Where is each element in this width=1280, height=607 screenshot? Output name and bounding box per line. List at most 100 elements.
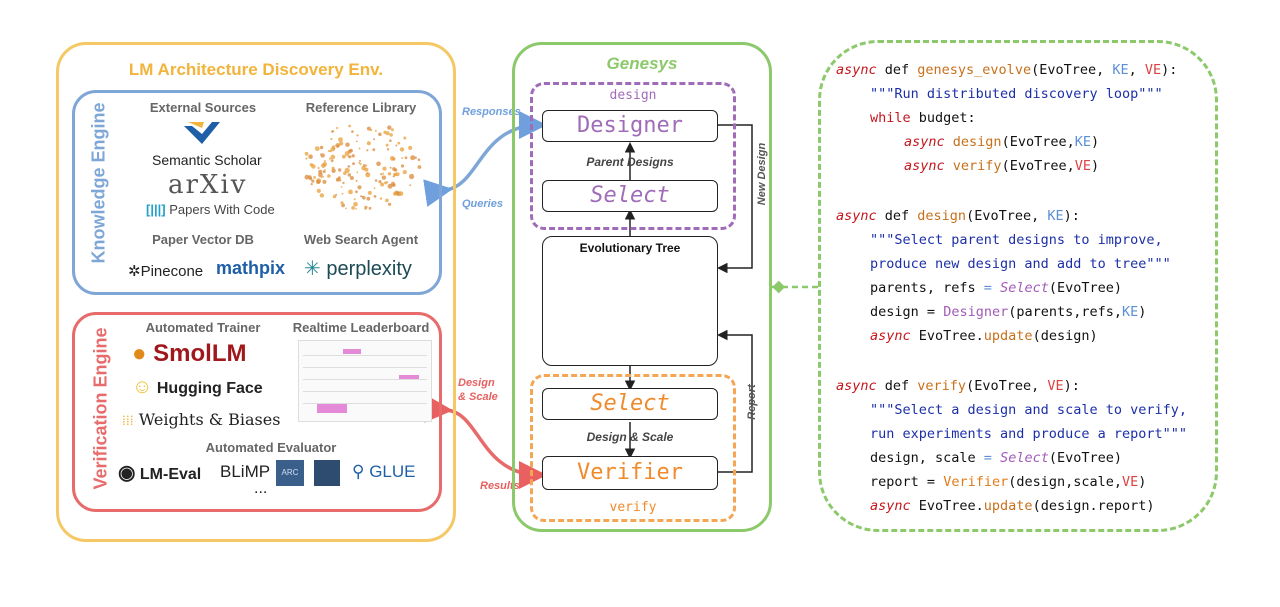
reference-point [393,168,398,172]
smollm-icon: ● [132,340,147,367]
reference-point [335,143,340,148]
reference-point [343,171,347,176]
reference-point [320,176,323,179]
reference-point [320,153,325,158]
environment-panel [56,42,456,542]
design-stage-box [530,82,736,230]
reference-point [322,179,327,184]
glue-logo: ⚲ GLUE [352,462,416,481]
reference-point [364,167,369,172]
reference-point [340,201,344,205]
reference-point [351,130,354,133]
reference-point [393,192,397,196]
perplexity-logo: ✳ perplexity [304,258,412,280]
reference-point [387,172,392,176]
reference-point [327,150,330,152]
reference-point [335,177,340,182]
reference-point [355,208,357,210]
code-line-4: async design(EvoTree,KE) [904,134,1100,150]
reference-point [385,143,389,147]
reference-point [357,185,362,190]
reference-point [385,198,389,203]
reference-point [322,162,327,167]
web-search-agent-label: Web Search Agent [303,232,419,247]
lm-eval-icon: ◉ [118,462,136,484]
code-line-17: async EvoTree.update(design.report) [870,498,1155,514]
report-label: Report [746,384,758,420]
reference-point [318,169,323,174]
reference-point [366,196,371,201]
code-line-7: """Select parent designs to improve, [870,232,1163,248]
reference-point [338,137,343,143]
reference-point [322,170,326,174]
verify-stage-label: verify [609,500,657,515]
automated-trainer-label: Automated Trainer [145,320,261,335]
reference-point [400,164,405,168]
code-line-11: async EvoTree.update(design) [870,328,1098,344]
code-line-10: design = Designer(parents,refs,KE) [870,304,1147,320]
reference-point [372,148,376,152]
reference-point [379,197,383,200]
reference-point [344,151,350,156]
reference-point [318,172,323,178]
reference-point [390,128,394,132]
code-line-9: parents, refs = Select(EvoTree) [870,280,1123,296]
code-line-15: design, scale = Select(EvoTree) [870,450,1123,466]
reference-point [304,174,310,180]
reference-point [360,195,363,198]
code-line-2: """Run distributed discovery loop""" [870,86,1163,102]
reference-point [365,172,371,178]
reference-point [331,145,336,149]
reference-point [353,198,356,201]
leaderboard-table [298,340,432,422]
reference-point [397,141,401,145]
reference-point [378,180,382,184]
reference-point [358,147,361,150]
pinecone-logo: ✲Pinecone [128,263,204,280]
reference-point [314,146,320,152]
reference-point [403,136,407,140]
reference-point [316,188,321,193]
reference-point [404,156,408,160]
reference-point [305,157,308,160]
reference-point [365,164,368,167]
reference-point [304,151,309,156]
reference-point [319,193,325,198]
smollm-logo: ● SmolLM [132,340,247,367]
reference-point [373,138,376,141]
knowledge-engine-label: Knowledge Engine [88,102,109,264]
reference-point [309,177,313,181]
design-scale-results-arrow [424,394,547,489]
realtime-leaderboard-label: Realtime Leaderboard [292,320,430,335]
evolutionary-tree-node: Evolutionary Tree [542,236,718,366]
reference-library-scatter [304,124,422,210]
reference-point [313,176,316,179]
reference-point [359,162,362,166]
code-line-3: while budget: [870,110,976,126]
reference-point [355,190,358,194]
blimp-logo: BLiMP [220,462,271,481]
reference-point [409,173,415,180]
reference-point [410,155,416,161]
paper-vector-db-label: Paper Vector DB [152,232,254,247]
reference-point [393,172,397,176]
code-line-14: run experiments and produce a report""" [870,426,1187,442]
reference-point [338,141,344,146]
semantic-scholar-logo: Semantic Scholar [152,152,262,168]
select-design-node: Select [542,180,718,212]
reference-point [389,133,393,137]
reference-point [345,207,347,210]
knowledge-engine-panel [72,90,442,295]
responses-queries-arrow [423,111,547,207]
reference-point [374,179,378,182]
reference-point [417,165,422,169]
reference-point [341,154,346,159]
reference-point [338,168,342,172]
code-line-8: produce new design and add to tree""" [870,256,1171,272]
reference-point [401,157,404,160]
lm-eval-logo: ◉ LM-Eval [118,462,202,484]
code-line-1: async def genesys_evolve(EvoTree, KE, VE… [836,62,1178,78]
reference-point [356,171,359,174]
reference-point [395,144,398,147]
verify-stage-box [530,374,736,522]
